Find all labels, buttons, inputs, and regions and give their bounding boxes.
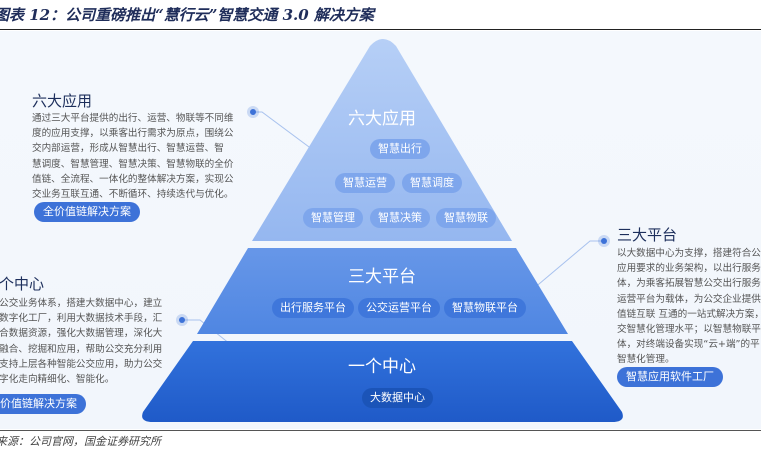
- connector-line-right: [519, 240, 604, 301]
- chip-smart-iot: 智慧物联: [436, 208, 496, 228]
- footer-divider: [0, 430, 761, 431]
- body-line: 值链互联 互通的一站式解决方案，: [617, 308, 761, 320]
- section-body-one-center: 基于公交业务体系，搭建大数据中心，建立 公交数字化工厂，利用大数据技术手段，汇 …: [0, 296, 162, 387]
- chip-bus-operation-platform: 公交运营平台: [358, 298, 440, 318]
- source-note: 来源：公司官网，国金证券研究所: [0, 435, 161, 448]
- section-heading-one-center: 一个中心: [0, 275, 45, 293]
- body-line: 公交数字化工厂，利用大数据技术手段，汇: [0, 313, 163, 325]
- body-line: 应用要求的业务架构，以出行服务平: [617, 263, 761, 275]
- chip-big-data-center: 大数据中心: [362, 388, 433, 408]
- body-line: 运营平台为载体，为公交企业提供: [617, 293, 761, 305]
- figure-title: 图表 12：公司重磅推出“慧行云”智慧交通 3.0 解决方案: [0, 6, 374, 24]
- body-line: 从数字化走向精细化、智能化。: [0, 374, 115, 386]
- body-line: 基于公交业务体系，搭建大数据中心，建立: [0, 298, 163, 309]
- body-line: 体，对终端设备实现“云+端”的平: [617, 339, 760, 351]
- body-line: 通过三大平台提供的出行、运营、物联等不同维: [32, 113, 234, 124]
- chip-travel-service-platform: 出行服务平台: [272, 298, 354, 318]
- section-body-six-apps: 通过三大平台提供的出行、运营、物联等不同维 度的应用支撑，以乘客出行需求为原点，…: [32, 111, 233, 202]
- bullet-dot-three-platforms: [601, 238, 607, 244]
- section-body-three-platforms: 以大数据中心为支撑，搭建符合公交 应用要求的业务架构，以出行服务平 体，为乘客拓…: [617, 246, 761, 368]
- body-line: 数据融合、挖掘和应用，帮助公交充分利用: [0, 343, 163, 355]
- body-line: 交智慧化管理水平；以智慧物联平: [617, 324, 761, 336]
- tier-bottom-shape: [142, 341, 623, 422]
- chip-smart-operation: 智慧运营: [335, 173, 395, 193]
- tier-top-title: 六大应用: [348, 109, 416, 129]
- tier-middle-shape: [197, 248, 568, 334]
- body-line: 以大数据中心为支撑，搭建符合公交: [617, 248, 761, 259]
- tag-smart-app-factory: 智慧应用软件工厂: [617, 367, 723, 387]
- body-line: 慧调度、智慧管理、智慧决策、智慧物联的全价: [32, 158, 234, 170]
- body-line: 数据支持上层各种智能公交应用，助力公交: [0, 358, 163, 370]
- section-heading-six-apps: 六大应用: [32, 92, 93, 110]
- body-line: 值链、全流程、一体化的整体解决方案，实现公: [32, 173, 234, 185]
- body-line: 交业务互联互通、不断循环、持续迭代与优化。: [32, 189, 234, 201]
- tier-bottom-title: 一个中心: [348, 357, 416, 377]
- chip-smart-dispatch: 智慧调度: [402, 173, 462, 193]
- bullet-dot-six-apps: [250, 109, 256, 115]
- tag-value-chain-solution-top: 全价值链解决方案: [34, 202, 140, 222]
- body-line: 交内部运营，形成从智慧出行、智慧运营、智: [32, 143, 224, 155]
- chip-smart-decision: 智慧决策: [370, 208, 430, 228]
- body-line: 聚整合数据资源，强化大数据管理，深化大: [0, 328, 163, 340]
- body-line: 智慧化管理。: [617, 354, 675, 366]
- bullet-dot-one-center: [179, 317, 185, 323]
- section-heading-three-platforms: 三大平台: [617, 226, 678, 244]
- tier-middle-title: 三大平台: [348, 267, 416, 287]
- chip-smart-management: 智慧管理: [303, 208, 363, 228]
- tag-value-chain-solution-bottom: 全价值链解决方案: [0, 394, 86, 414]
- chip-iot-platform: 智慧物联平台: [444, 298, 526, 318]
- title-divider: [0, 29, 761, 30]
- body-line: 度的应用支撑，以乘客出行需求为原点，围绕公: [32, 128, 234, 140]
- chip-smart-travel: 智慧出行: [370, 139, 430, 159]
- body-line: 体，为乘客拓展智慧公交出行服务；: [617, 278, 761, 290]
